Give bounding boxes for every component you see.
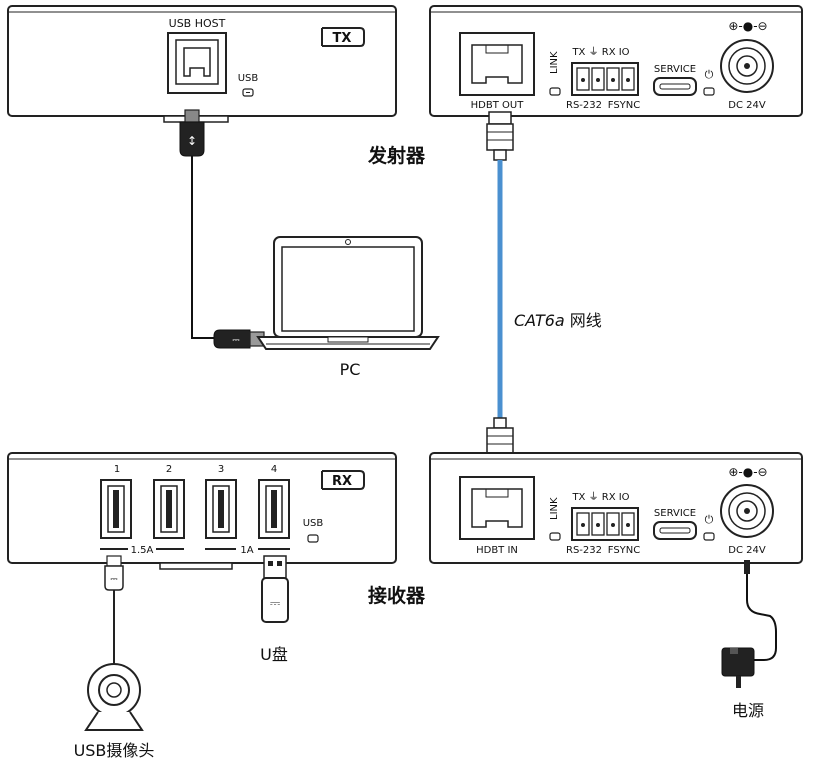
tx-rs232-label: RS-232 (566, 100, 602, 111)
rx-usb-unit: 1 2 3 4 1.5A 1A USB (7, 452, 397, 570)
tx-dc-jack (720, 39, 774, 93)
rx-polarity-icon: ⊕-●-⊖ (728, 465, 767, 479)
usb-a-port-4 (258, 479, 290, 539)
tx-terminal-block (571, 62, 639, 96)
usb-host-label: USB HOST (169, 17, 226, 30)
webcam-icon (84, 663, 144, 731)
cable-label: CAT6a 网线 (514, 311, 602, 330)
rx-usb-led (307, 534, 319, 543)
tx-fsync-label: FSYNC (608, 100, 641, 111)
tx-power-icon: ⏻ (705, 68, 714, 81)
tx-service-label: SERVICE (654, 64, 696, 75)
rx-rs232-top-label: TX ⏚ RX IO (571, 491, 629, 503)
rx-power-led (703, 532, 715, 541)
hdbt-out-label: HDBT OUT (471, 100, 525, 111)
svg-text:RX: RX (332, 474, 352, 489)
hdbt-out-port (459, 32, 535, 96)
usb-b-cable: ↕ (179, 109, 220, 339)
svg-text:⎓: ⎓ (270, 596, 280, 611)
rx-badge: RX (321, 470, 365, 490)
camera-label: USB摄像头 (74, 741, 155, 760)
tx-badge: TX (321, 27, 365, 47)
port-number-4: 4 (271, 464, 277, 475)
rx-terminal-block (571, 507, 639, 541)
rx-usb-led-label: USB (303, 518, 324, 529)
cat6a-cable (486, 111, 514, 465)
tx-usb-led-label: USB (238, 73, 259, 84)
usb-drive-icon: ⎓ (261, 555, 289, 623)
pc-label: PC (340, 360, 361, 379)
tx-usb-unit: USB HOST USB TX (7, 5, 397, 123)
rx-dc-jack (720, 484, 774, 538)
rx-hdbt-unit: HDBT IN LINK TX ⏚ RX IO RS-232 FSYNC SER… (429, 452, 803, 564)
usb-drive-label: U盘 (260, 645, 288, 664)
usb-a-port-2 (153, 479, 185, 539)
tx-polarity-icon: ⊕-●-⊖ (728, 19, 767, 33)
svg-text:⎓: ⎓ (232, 336, 239, 346)
power-cable (744, 560, 777, 661)
usb-symbol-icon: ↕ (187, 134, 197, 148)
rx-service-label: SERVICE (654, 508, 696, 519)
hdbt-in-port (459, 476, 535, 540)
tx-link-label: LINK (549, 51, 560, 74)
current-label-1: 1.5A (131, 545, 154, 556)
usb-a-port-3 (205, 479, 237, 539)
hdbt-in-label: HDBT IN (476, 545, 518, 556)
rx-link-led (549, 532, 561, 541)
laptop-icon (256, 236, 440, 350)
port-number-1: 1 (114, 464, 120, 475)
current-label-2: 1A (240, 545, 253, 556)
tx-power-led (703, 87, 715, 96)
usb-a-plug-pc: ⎓ (213, 329, 265, 349)
usb-a-port-1 (100, 479, 132, 539)
tx-dc-label: DC 24V (728, 100, 766, 111)
webcam-usb-plug: ⎓ (104, 555, 124, 668)
rx-fsync-label: FSYNC (608, 545, 641, 556)
usb-host-port (167, 32, 227, 94)
rx-rs232-label: RS-232 (566, 545, 602, 556)
svg-text:⎓: ⎓ (110, 575, 117, 585)
tx-hdbt-unit: HDBT OUT LINK TX ⏚ RX IO RS-232 FSYNC SE… (429, 5, 803, 117)
rx-power-icon: ⏻ (705, 513, 714, 526)
port-number-2: 2 (166, 464, 172, 475)
tx-rs232-top-label: TX ⏚ RX IO (571, 46, 629, 58)
svg-text:TX: TX (333, 31, 352, 46)
transmitter-label: 发射器 (367, 144, 426, 167)
rx-dc-label: DC 24V (728, 545, 766, 556)
tx-usb-led (242, 88, 254, 97)
power-label: 电源 (732, 701, 764, 720)
port-number-3: 3 (218, 464, 224, 475)
receiver-label: 接收器 (368, 584, 426, 607)
rx-link-label: LINK (549, 497, 560, 520)
power-adapter-icon (721, 647, 755, 688)
tx-link-led (549, 87, 561, 96)
